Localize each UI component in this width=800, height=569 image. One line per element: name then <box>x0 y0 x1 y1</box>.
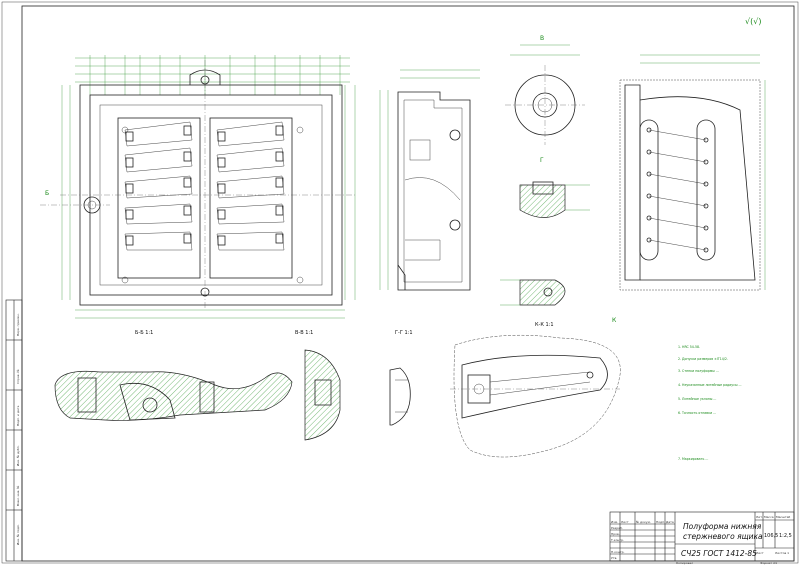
tb-role-approve: Утв. <box>611 556 617 560</box>
title-block: Изм. Лист № докум. Подп. Дата Разраб. Пр… <box>609 511 795 565</box>
strip-label-4: Инв. № дубл. <box>16 445 20 466</box>
view-label-v: В-В 1:1 <box>295 330 313 336</box>
main-plan-view: Б <box>40 55 356 319</box>
section-mark-g: Г <box>540 157 544 164</box>
title-line-2: стержневого ящика <box>683 532 763 541</box>
view-label-b: Б-Б 1:1 <box>135 330 153 336</box>
tb-row-izm: Изм. <box>611 520 618 524</box>
section-mark-b: Б <box>45 190 49 197</box>
lower-section-3 <box>389 367 411 426</box>
detail-section-1: Г <box>519 157 590 218</box>
lower-section-1 <box>54 370 293 421</box>
tb-format: Формат А1 <box>760 561 777 565</box>
title-line-1: Полуформа нижняя <box>683 522 762 531</box>
view-label-g: Г-Г 1:1 <box>395 330 413 336</box>
note-2: 2. Допуски размеров ±IT14/2. <box>678 357 728 361</box>
section-mark-k: К <box>612 317 617 324</box>
view-label-k: К-К 1:1 <box>535 322 554 328</box>
section-k: К <box>450 317 621 458</box>
tb-col-mass: Масса <box>764 515 774 519</box>
note-7: 7. Маркировать ... <box>678 457 708 461</box>
circular-detail: В <box>505 35 585 145</box>
tb-role-check: Пров. <box>611 532 620 536</box>
tb-sheets: Листов 1 <box>775 551 789 555</box>
strip-label-6: Инв. № подл. <box>16 524 20 545</box>
tb-copied: Копировал <box>676 561 693 565</box>
tb-role-dev: Разраб. <box>611 526 623 530</box>
strip-label-2: Справ. № <box>16 369 20 384</box>
right-side-view <box>619 54 766 291</box>
note-6: 6. Точность отливки ... <box>678 411 716 415</box>
tb-role-tcontr: Т.контр. <box>610 538 624 542</box>
lower-section-2 <box>304 349 341 441</box>
left-side-strip: Перв. примен. Справ. № Подп. и дата Инв.… <box>5 299 23 562</box>
note-3: 3. Стенки полуформы ... <box>678 369 719 373</box>
side-view <box>379 69 480 291</box>
detail-section-2 <box>500 279 566 306</box>
note-5: 5. Литейные уклоны ... <box>678 397 716 401</box>
note-1: 1. HRC 54-58. <box>678 345 700 349</box>
note-4: 4. Неуказанные литейные радиусы ... <box>678 383 742 387</box>
tb-row-list: Лист <box>621 520 629 524</box>
strip-label-5: Взам. инв. № <box>16 486 20 506</box>
tb-row-doc: № докум. <box>636 520 651 524</box>
technical-notes: 1. HRC 54-58. 2. Допуски размеров ±IT14/… <box>678 345 742 461</box>
mass-value: 106,5 <box>764 533 778 539</box>
tb-row-date: Дата <box>666 520 674 524</box>
strip-label-1: Перв. примен. <box>16 313 20 336</box>
roughness-mark: √(√) <box>745 17 761 26</box>
scale-value: 1:2,5 <box>779 533 792 539</box>
tb-col-scale: Масштаб <box>776 515 790 519</box>
section-mark-v: В <box>540 35 544 42</box>
tb-sheet: Лист <box>756 551 764 555</box>
tb-row-sign: Подп. <box>656 520 665 524</box>
tb-col-lit: Лит. <box>756 515 763 519</box>
tb-role-ncontr: Н.контр. <box>611 550 624 554</box>
material-spec: СЧ25 ГОСТ 1412-85 <box>681 549 757 558</box>
strip-label-3: Подп. и дата <box>16 405 20 426</box>
